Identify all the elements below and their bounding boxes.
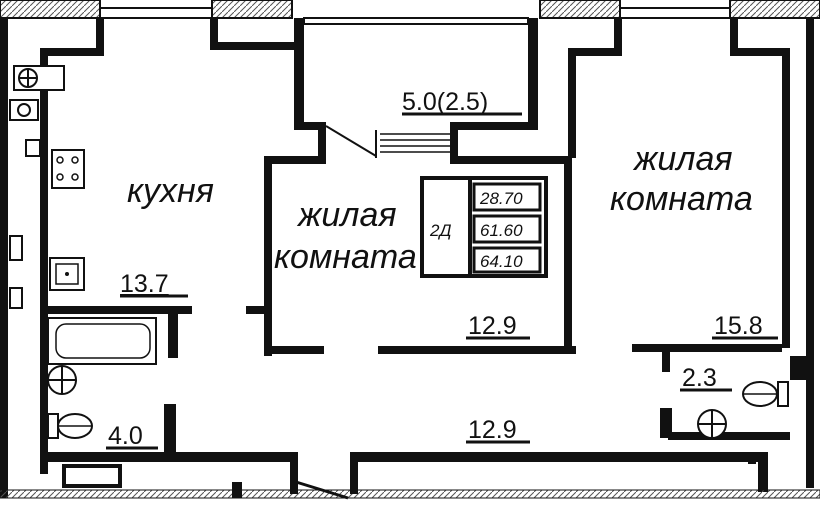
apartment-area-table: 2Д 28.70 61.60 64.10	[420, 176, 548, 278]
bathtub-icon	[47, 317, 157, 365]
living-center-name-line2: комната	[274, 238, 417, 276]
kitchen-sink-icon	[49, 257, 85, 291]
living-right-name-line2: комната	[610, 180, 753, 218]
balcony-area: 5.0(2.5)	[402, 88, 488, 116]
wc-area: 2.3	[682, 364, 717, 392]
total-area-value: 61.60	[480, 221, 523, 240]
living-right-name-line1: жилая	[632, 140, 733, 178]
hallway-area: 12.9	[468, 416, 517, 444]
utility-icon	[9, 65, 65, 309]
kitchen-area: 13.7	[120, 270, 169, 298]
kitchen-name: кухня	[127, 172, 214, 210]
living-right-area: 15.8	[714, 312, 763, 340]
toilet-icon	[742, 381, 789, 407]
washbasin-icon	[697, 409, 727, 439]
living-center-name-line1: жилая	[296, 196, 397, 234]
washbasin-icon	[47, 365, 77, 395]
stove-icon	[51, 149, 85, 189]
toilet-icon	[47, 413, 93, 439]
bathroom-area: 4.0	[108, 422, 143, 450]
total-with-balcony-value: 64.10	[480, 252, 523, 271]
apartment-code: 2Д	[429, 221, 451, 240]
living-area-value: 28.70	[479, 189, 523, 208]
living-center-area: 12.9	[468, 312, 517, 340]
